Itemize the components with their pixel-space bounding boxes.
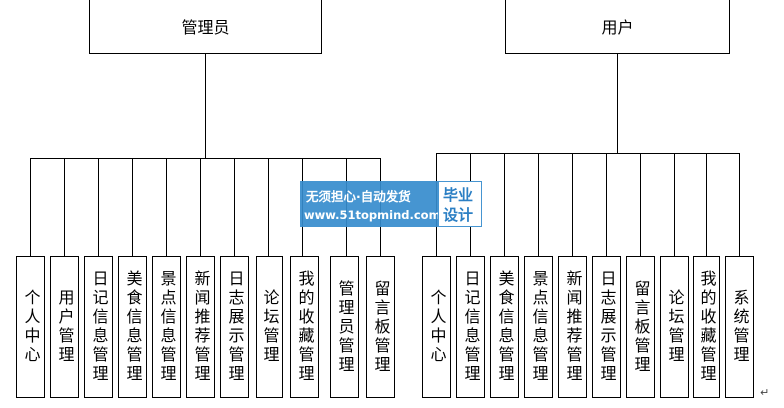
admin-role-label: 管理员 (181, 18, 230, 37)
watermark-badge: 毕业 设计 (438, 181, 482, 227)
admin-module-log-display: 日志展示管理 (220, 256, 249, 398)
module-label: 个人中心 (427, 289, 447, 365)
module-label: 日记信息管理 (461, 270, 481, 384)
admin-module-favorites: 我的收藏管理 (290, 256, 319, 398)
module-label: 日志展示管理 (225, 270, 245, 384)
module-label: 我的收藏管理 (295, 270, 315, 384)
module-label: 新闻推荐管理 (191, 270, 211, 384)
module-label: 新闻推荐管理 (563, 270, 583, 384)
module-label: 论坛管理 (260, 289, 280, 365)
user-module-message-board: 留言板管理 (626, 256, 655, 398)
watermark-url: www.51topmind.com (304, 208, 441, 222)
admin-module-news-recommend: 新闻推荐管理 (186, 256, 215, 398)
module-label: 日志展示管理 (597, 270, 617, 384)
watermark-slogan: 无须担心·自动发货 (306, 189, 411, 204)
user-module-log-display: 日志展示管理 (592, 256, 621, 398)
admin-module-message-board: 留言板管理 (366, 256, 395, 398)
module-label: 日记信息管理 (89, 270, 109, 384)
user-module-diary-info: 日记信息管理 (456, 256, 485, 398)
admin-role-box: 管理员 (89, 0, 322, 54)
module-label: 用户管理 (55, 289, 75, 365)
module-label: 留言板管理 (371, 279, 391, 375)
user-module-personal-center: 个人中心 (422, 256, 451, 398)
module-label: 个人中心 (21, 289, 41, 365)
watermark-banner: 无须担心·自动发货 www.51topmind.com 毕业 设计 (300, 181, 482, 227)
module-label: 景点信息管理 (529, 270, 549, 384)
user-module-forum: 论坛管理 (660, 256, 689, 398)
admin-module-personal-center: 个人中心 (16, 256, 45, 398)
module-label: 系统管理 (730, 289, 750, 365)
module-label: 留言板管理 (631, 279, 651, 375)
admin-module-forum: 论坛管理 (256, 256, 283, 398)
watermark-badge-bottom: 设计 (443, 206, 474, 224)
module-label: 我的收藏管理 (697, 270, 717, 384)
admin-module-food-info: 美食信息管理 (118, 256, 147, 398)
module-label: 美食信息管理 (495, 270, 515, 384)
admin-module-admin-management: 管理员管理 (330, 256, 359, 398)
module-label: 论坛管理 (665, 289, 685, 365)
user-module-system-management: 系统管理 (725, 256, 754, 398)
user-module-favorites: 我的收藏管理 (693, 256, 720, 398)
admin-module-diary-info: 日记信息管理 (84, 256, 113, 398)
user-module-scenic-info: 景点信息管理 (524, 256, 553, 398)
module-label: 美食信息管理 (123, 270, 143, 384)
paragraph-return-mark: ↵ (760, 386, 770, 399)
module-label: 景点信息管理 (157, 270, 177, 384)
admin-module-scenic-info: 景点信息管理 (152, 256, 181, 398)
module-label: 管理员管理 (335, 279, 355, 375)
user-module-food-info: 美食信息管理 (490, 256, 519, 398)
user-role-label: 用户 (601, 18, 634, 37)
watermark-badge-top: 毕业 (443, 186, 474, 204)
user-module-news-recommend: 新闻推荐管理 (558, 256, 587, 398)
user-role-box: 用户 (505, 0, 730, 54)
admin-module-user-management: 用户管理 (50, 256, 79, 398)
